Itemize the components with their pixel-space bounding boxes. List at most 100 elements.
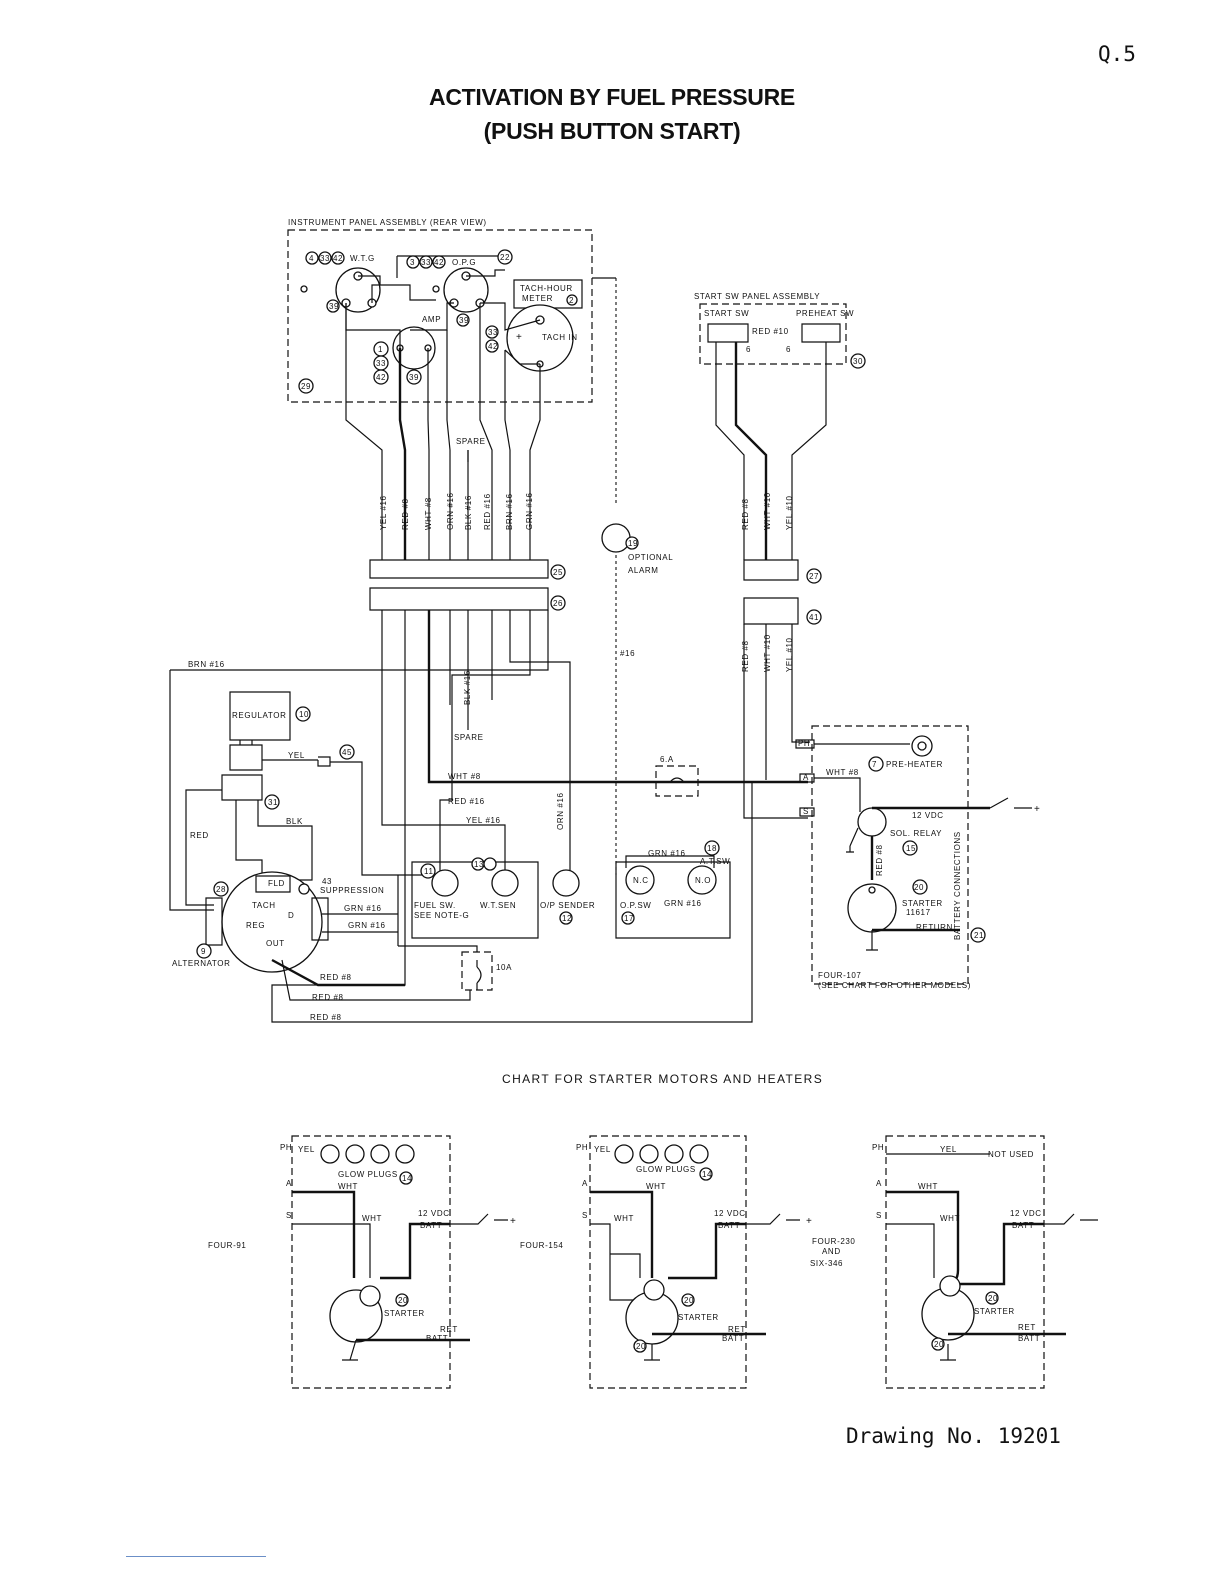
svg-text:+: + [806, 1216, 813, 1227]
svg-text:SOL. RELAY: SOL. RELAY [890, 829, 942, 838]
svg-text:WHT: WHT [918, 1182, 938, 1191]
svg-text:9: 9 [201, 947, 206, 956]
svg-text:RED: RED [190, 831, 209, 840]
svg-text:33: 33 [320, 254, 330, 263]
svg-text:WHT #8: WHT #8 [448, 772, 481, 781]
ref-bubbles-wtg: 4 33 42 [305, 251, 345, 265]
svg-text:45: 45 [342, 748, 352, 757]
page-title: ACTIVATION BY FUEL PRESSURE [429, 84, 795, 110]
svg-text:15: 15 [906, 844, 916, 853]
svg-text:RED #10: RED #10 [752, 327, 789, 336]
svg-text:GRN #16: GRN #16 [664, 899, 702, 908]
svg-text:BATT: BATT [722, 1334, 744, 1343]
svg-text:28: 28 [216, 885, 226, 894]
svg-text:A.T.SW: A.T.SW [700, 857, 730, 866]
regulator [229, 691, 291, 741]
svg-text:SUPPRESSION: SUPPRESSION [320, 886, 384, 895]
start-switch-panel: START SW PANEL ASSEMBLY START SW PREHEAT… [694, 292, 866, 819]
svg-text:GLOW PLUGS: GLOW PLUGS [338, 1170, 398, 1179]
svg-text:11: 11 [424, 867, 434, 876]
svg-text:RED #8: RED #8 [741, 640, 750, 672]
oil-pressure-switch [625, 865, 655, 895]
svg-text:6: 6 [786, 345, 791, 354]
svg-text:19: 19 [628, 539, 638, 548]
svg-text:O.P.SW: O.P.SW [620, 901, 651, 910]
svg-text:RED #8: RED #8 [741, 498, 750, 530]
svg-text:A: A [876, 1179, 882, 1188]
svg-text:18: 18 [707, 844, 717, 853]
svg-text:STARTER: STARTER [678, 1313, 719, 1322]
svg-text:YEL: YEL [594, 1145, 611, 1154]
svg-text:WHT #8: WHT #8 [424, 497, 433, 530]
svg-text:6.A: 6.A [660, 755, 674, 764]
svg-text:GRN #16: GRN #16 [525, 492, 534, 530]
svg-text:RET: RET [1018, 1323, 1036, 1332]
svg-text:STARTER: STARTER [974, 1307, 1015, 1316]
svg-text:PH: PH [576, 1143, 588, 1152]
svg-text:S: S [286, 1211, 292, 1220]
svg-text:YEL: YEL [298, 1145, 315, 1154]
svg-text:39: 39 [329, 302, 339, 311]
svg-text:OPTIONAL: OPTIONAL [628, 553, 673, 562]
svg-text:PH: PH [872, 1143, 884, 1152]
left-harness: SPARE YEL #16 RED #8 WHT #8 ORN #16 BLK … [345, 303, 566, 611]
svg-text:PRE-HEATER: PRE-HEATER [886, 760, 943, 769]
svg-text:YEL: YEL [288, 751, 305, 760]
svg-text:RED #8: RED #8 [310, 1013, 342, 1022]
svg-text:GRN #16: GRN #16 [344, 904, 382, 913]
svg-text:FOUR-230: FOUR-230 [812, 1237, 855, 1246]
svg-text:ALARM: ALARM [628, 566, 659, 575]
svg-text:+: + [1034, 804, 1041, 815]
svg-text:RED #16: RED #16 [448, 797, 485, 806]
svg-text:30: 30 [853, 357, 863, 366]
svg-text:#16: #16 [620, 649, 635, 658]
svg-text:REG: REG [246, 921, 265, 930]
svg-text:A: A [582, 1179, 588, 1188]
svg-text:+: + [510, 1216, 517, 1227]
svg-text:13: 13 [474, 860, 484, 869]
drawing-number: Drawing No. 19201 [846, 1424, 1061, 1448]
connector-26 [369, 587, 549, 611]
svg-text:21: 21 [974, 931, 984, 940]
svg-text:YEL #10: YEL #10 [785, 495, 794, 530]
svg-text:YEL #10: YEL #10 [785, 637, 794, 672]
svg-text:PH: PH [280, 1143, 292, 1152]
svg-text:WHT #8: WHT #8 [826, 768, 859, 777]
svg-text:YEL: YEL [940, 1145, 957, 1154]
svg-text:O/P SENDER: O/P SENDER [540, 901, 595, 910]
svg-text:22: 22 [500, 253, 510, 262]
svg-text:BATT: BATT [1012, 1221, 1034, 1230]
connector-25 [369, 559, 549, 579]
svg-text:TACH: TACH [252, 901, 276, 910]
svg-text:RET: RET [728, 1325, 746, 1334]
svg-text:GLOW PLUGS: GLOW PLUGS [636, 1165, 696, 1174]
main-wire-runs: BRN #16 WHT #8 BLK #16 SPARE RED #8 YEL … [169, 610, 808, 1023]
svg-text:12 VDC: 12 VDC [1010, 1209, 1042, 1218]
svg-text:TACH IN: TACH IN [542, 333, 578, 342]
svg-text:RED #16: RED #16 [483, 493, 492, 530]
svg-text:BLK #16: BLK #16 [464, 495, 473, 530]
svg-text:SPARE: SPARE [454, 733, 484, 742]
amp-label: AMP [422, 315, 441, 324]
svg-text:10A: 10A [496, 963, 512, 972]
svg-text:33: 33 [488, 328, 498, 337]
svg-text:BLK: BLK [286, 817, 303, 826]
svg-text:+: + [516, 332, 523, 343]
svg-text:AND: AND [822, 1247, 841, 1256]
svg-text:GRN #16: GRN #16 [348, 921, 386, 930]
svg-text:14: 14 [402, 1174, 412, 1183]
svg-text:RED #8: RED #8 [320, 973, 352, 982]
svg-text:20: 20 [684, 1296, 694, 1305]
svg-text:SEE NOTE-G: SEE NOTE-G [414, 911, 469, 920]
svg-text:10: 10 [299, 710, 309, 719]
wtg-label: W.T.G [350, 254, 375, 263]
left-harness-labels: YEL #16 RED #8 WHT #8 ORN #16 BLK #16 RE… [379, 492, 534, 530]
svg-text:START SW PANEL ASSEMBLY: START SW PANEL ASSEMBLY [694, 292, 820, 301]
instrument-panel-title: INSTRUMENT PANEL ASSEMBLY (REAR VIEW) [288, 218, 487, 227]
svg-text:START SW: START SW [704, 309, 749, 318]
svg-text:RET: RET [440, 1325, 458, 1334]
svg-text:NOT USED: NOT USED [988, 1150, 1034, 1159]
start-and-preheat-switches [707, 323, 841, 343]
ammeter [392, 326, 436, 370]
svg-text:REGULATOR: REGULATOR [232, 711, 286, 720]
